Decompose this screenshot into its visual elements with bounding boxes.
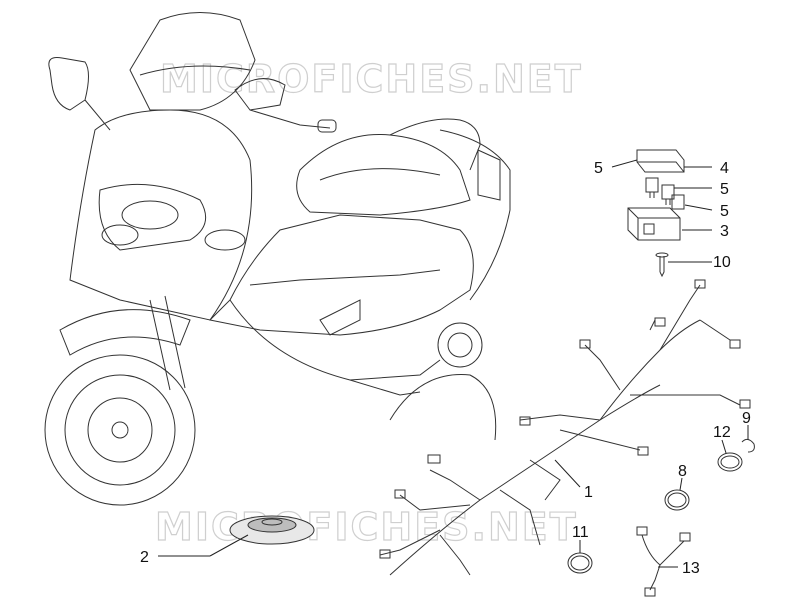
rubber-grommet xyxy=(229,515,315,545)
fuse-set xyxy=(645,177,685,210)
clamp-9 xyxy=(741,438,755,453)
fuse-box-cover xyxy=(636,149,685,173)
callout-label-5-left: 5 xyxy=(594,160,603,177)
callout-label-5-mid: 5 xyxy=(720,181,729,198)
callout-label-8: 8 xyxy=(678,463,687,480)
callout-label-5-low: 5 xyxy=(720,203,729,220)
fuse-box xyxy=(627,207,681,241)
clamp-8 xyxy=(664,489,690,511)
callout-label-4: 4 xyxy=(720,160,729,177)
callout-label-10: 10 xyxy=(713,254,731,271)
scooter-illustration xyxy=(44,12,511,506)
callout-label-11: 11 xyxy=(572,524,589,541)
fuse-box-screw xyxy=(655,252,669,278)
watermark-bottom: MICROFICHES.NET xyxy=(155,505,578,549)
callout-label-3: 3 xyxy=(720,223,729,240)
main-wiring-harness xyxy=(379,279,751,576)
callout-label-1: 1 xyxy=(584,484,593,501)
clamp-11 xyxy=(567,552,593,574)
callout-label-13: 13 xyxy=(682,560,700,577)
callout-label-2: 2 xyxy=(140,549,149,566)
leader-lines xyxy=(158,159,749,568)
callout-label-9: 9 xyxy=(742,410,751,427)
clamp-12 xyxy=(717,452,743,472)
callout-label-12: 12 xyxy=(713,424,731,441)
watermark-top: MICROFICHES.NET xyxy=(160,57,583,101)
sub-harness-13 xyxy=(636,526,691,597)
